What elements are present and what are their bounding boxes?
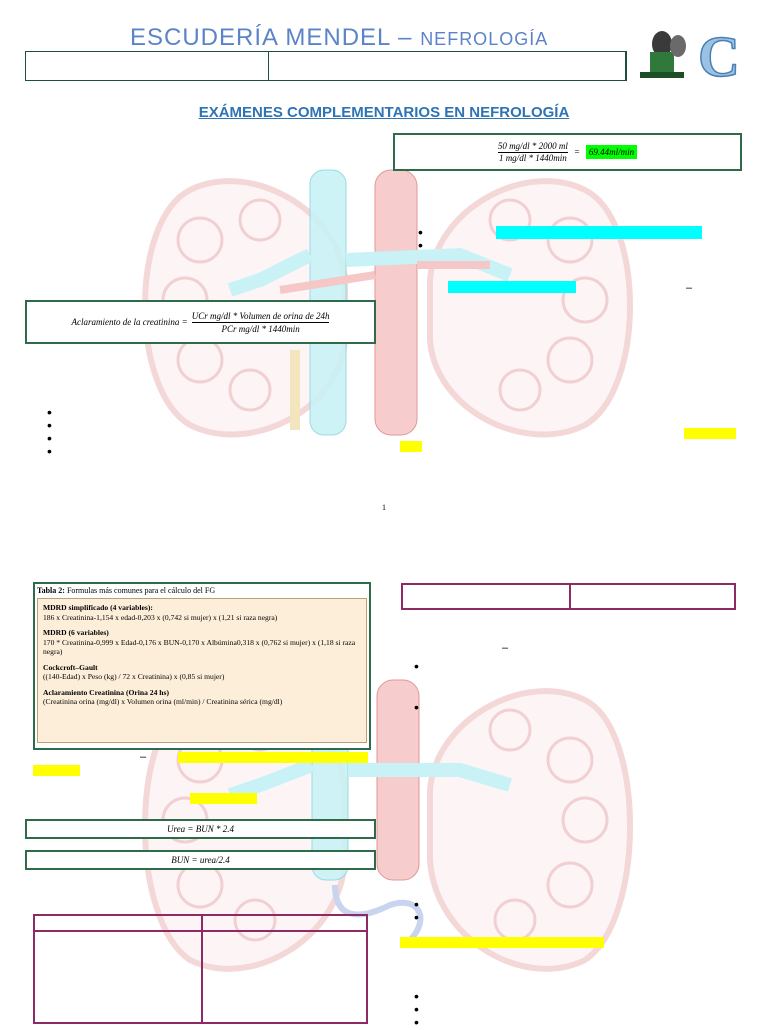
- formula-name-mdrd-4: MDRD simplificado (4 variables):: [43, 603, 153, 612]
- highlight-yellow-6: [400, 937, 604, 948]
- highlight-yellow-4: [33, 765, 80, 776]
- formula-box-clearance-example: 50 mg/dl * 2000 ml 1 mg/dl * 1440min = 6…: [393, 133, 742, 171]
- highlight-yellow-5: [190, 793, 257, 804]
- tabla-2-caption: Tabla 2: Formulas más comunes para el cá…: [37, 586, 367, 595]
- aclaramiento-lhs: Aclaramiento de la creatinina =: [71, 317, 188, 327]
- highlight-yellow-2: [684, 428, 736, 439]
- tabla-2-content: MDRD simplificado (4 variables): 186 x C…: [37, 598, 367, 743]
- page-number: 1: [382, 503, 386, 512]
- kidney-illustration-top: [142, 169, 633, 438]
- bullet-right-2: •: [414, 699, 419, 715]
- formula-name-aclaramiento: Aclaramiento Creatinina (Orina 24 hs): [43, 687, 169, 697]
- dash-mark-3: –: [140, 751, 147, 763]
- formula-urea: Urea = BUN * 2.4: [167, 824, 234, 834]
- header-cell-middle: [269, 52, 626, 80]
- formula-text-cockcroft: ((140-Edad) x Peso (kg) / 72 x Creatinin…: [43, 672, 225, 681]
- highlight-yellow-1: [400, 441, 422, 452]
- formula-box-bun: BUN = urea/2.4: [25, 850, 376, 870]
- logo-letter: C: [698, 24, 740, 82]
- bullet-list-left: ••••: [47, 404, 52, 459]
- title-dash: –: [390, 24, 421, 51]
- bullet-right-1: •: [414, 658, 419, 674]
- formula-text-mdrd-4: 186 x Creatinina-1,154 x edad-0,203 x (0…: [43, 612, 278, 622]
- bullet-list-bottom-right-1: ••: [414, 896, 419, 925]
- aclaramiento-numerator: UCr mg/dl * Volumen de orina de 24h: [191, 310, 330, 323]
- aclaramiento-denominator: PCr mg/dl * 1440min: [221, 323, 300, 334]
- formula-name-cockcroft: Cockcroft–Gault: [43, 662, 98, 672]
- formula-top-result: 69.44ml/min: [585, 145, 638, 159]
- formula-bun: BUN = urea/2.4: [171, 855, 230, 865]
- document-title: ESCUDERÍA MENDEL – NEFROLOGÍA: [130, 24, 548, 52]
- tabla-2-caption-bold: Tabla 2:: [37, 586, 65, 595]
- formula-box-urea: Urea = BUN * 2.4: [25, 819, 376, 839]
- purple-table-top: [401, 583, 736, 610]
- highlight-cyan-2: [448, 281, 576, 293]
- formula-text-aclaramiento: (Creatinina orina (mg/dl) x Volumen orin…: [43, 697, 283, 706]
- bullet-list-top-right: ••: [418, 224, 423, 253]
- formula-box-aclaramiento: Aclaramiento de la creatinina = UCr mg/d…: [25, 300, 376, 344]
- purple-table-bottom-body: [35, 932, 366, 1022]
- dash-mark-1: –: [686, 282, 693, 294]
- highlight-yellow-3: [178, 752, 368, 763]
- title-main: ESCUDERÍA MENDEL: [130, 24, 391, 51]
- logo: C: [636, 22, 746, 90]
- formula-top-numerator: 50 mg/dl * 2000 ml: [497, 140, 568, 153]
- section-heading: EXÁMENES COMPLEMENTARIOS EN NEFROLOGÍA: [198, 104, 570, 121]
- highlight-cyan-1: [496, 226, 702, 239]
- header-cell-left: [26, 52, 269, 80]
- formula-top-denominator: 1 mg/dl * 1440min: [498, 152, 567, 163]
- formula-top-equals: =: [573, 147, 580, 157]
- formula-text-mdrd-6: 170 * Creatinina-0,999 x Edad-0,176 x BU…: [43, 637, 356, 657]
- tabla-2-caption-text: Formulas más comunes para el cálculo del…: [64, 586, 216, 595]
- tabla-2-formulas: Tabla 2: Formulas más comunes para el cá…: [33, 582, 371, 750]
- purple-table-bottom: [33, 914, 368, 1024]
- purple-table-bottom-header: [35, 916, 366, 932]
- formula-name-mdrd-6: MDRD (6 variables): [43, 628, 109, 637]
- title-sub: NEFROLOGÍA: [420, 29, 549, 49]
- dash-mark-2: –: [502, 642, 509, 654]
- purple-table-top-cell-1: [403, 585, 571, 608]
- header-table: [25, 51, 627, 81]
- purple-table-top-cell-2: [571, 585, 734, 608]
- bullet-list-bottom-right-2: •••: [414, 988, 419, 1030]
